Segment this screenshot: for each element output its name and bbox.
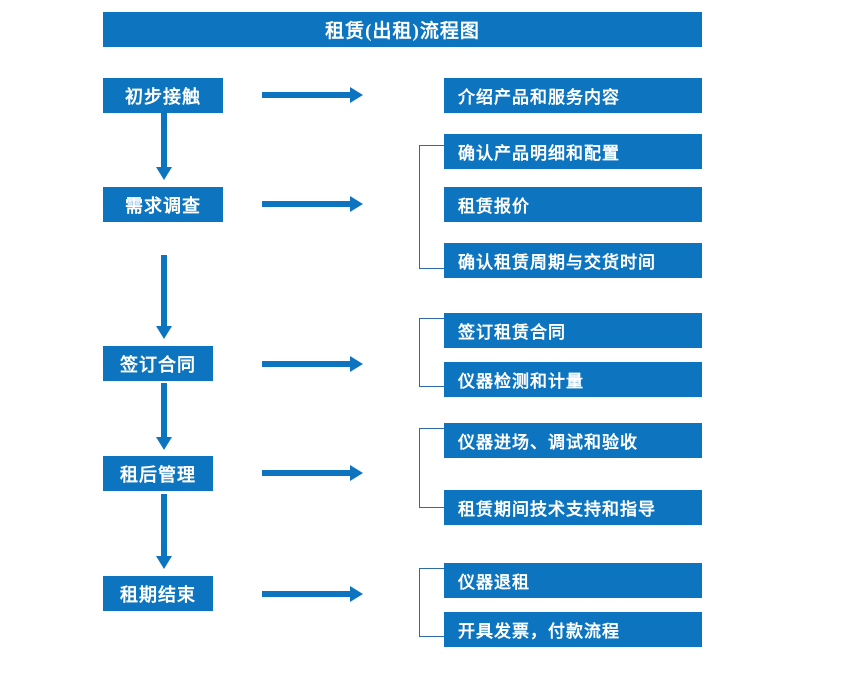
- bracket-group-1: [419, 145, 444, 269]
- down-arrow-icon-4: [155, 494, 173, 570]
- detail-label-6: 仪器检测和计量: [458, 372, 584, 391]
- detail-label-5: 签订租赁合同: [458, 323, 566, 342]
- detail-label-7: 仪器进场、调试和验收: [458, 433, 638, 452]
- right-arrow-icon-4: [262, 464, 364, 482]
- bracket-group-3: [419, 428, 444, 508]
- detail-label-1: 介绍产品和服务内容: [458, 88, 620, 107]
- detail-label-9: 仪器退租: [458, 573, 530, 592]
- detail-box-8[interactable]: 租赁期间技术支持和指导: [444, 490, 702, 525]
- detail-box-9[interactable]: 仪器退租: [444, 563, 702, 598]
- detail-box-3[interactable]: 租赁报价: [444, 187, 702, 222]
- detail-label-4: 确认租赁周期与交货时间: [458, 253, 656, 272]
- detail-box-5[interactable]: 签订租赁合同: [444, 313, 702, 348]
- detail-box-6[interactable]: 仪器检测和计量: [444, 362, 702, 397]
- stage-box-1[interactable]: 初步接触: [103, 78, 223, 113]
- stage-box-4[interactable]: 租后管理: [103, 456, 213, 491]
- detail-label-10: 开具发票，付款流程: [458, 622, 620, 641]
- bracket-group-2: [419, 318, 444, 387]
- right-arrow-icon-3: [262, 355, 364, 373]
- detail-box-10[interactable]: 开具发票，付款流程: [444, 612, 702, 647]
- down-arrow-icon-2: [155, 255, 173, 340]
- detail-box-2[interactable]: 确认产品明细和配置: [444, 134, 702, 169]
- stage-label-2: 需求调查: [125, 195, 201, 216]
- detail-box-7[interactable]: 仪器进场、调试和验收: [444, 423, 702, 458]
- detail-box-1[interactable]: 介绍产品和服务内容: [444, 78, 702, 113]
- detail-label-3: 租赁报价: [458, 197, 530, 216]
- stage-label-1: 初步接触: [125, 86, 201, 107]
- stage-box-2[interactable]: 需求调查: [103, 187, 223, 222]
- right-arrow-icon-5: [262, 585, 364, 603]
- right-arrow-icon-1: [262, 86, 364, 104]
- right-arrow-icon-2: [262, 195, 364, 213]
- stage-label-4: 租后管理: [120, 464, 196, 485]
- down-arrow-icon-1: [155, 113, 173, 181]
- detail-box-4[interactable]: 确认租赁周期与交货时间: [444, 243, 702, 278]
- down-arrow-icon-3: [155, 383, 173, 451]
- page-title: 租赁(出租)流程图: [103, 12, 702, 47]
- stage-label-3: 签订合同: [120, 354, 196, 375]
- stage-label-5: 租期结束: [120, 584, 196, 605]
- stage-box-5[interactable]: 租期结束: [103, 576, 213, 611]
- detail-label-8: 租赁期间技术支持和指导: [458, 500, 656, 519]
- bracket-group-4: [419, 568, 444, 637]
- stage-box-3[interactable]: 签订合同: [103, 346, 213, 381]
- detail-label-2: 确认产品明细和配置: [458, 144, 620, 163]
